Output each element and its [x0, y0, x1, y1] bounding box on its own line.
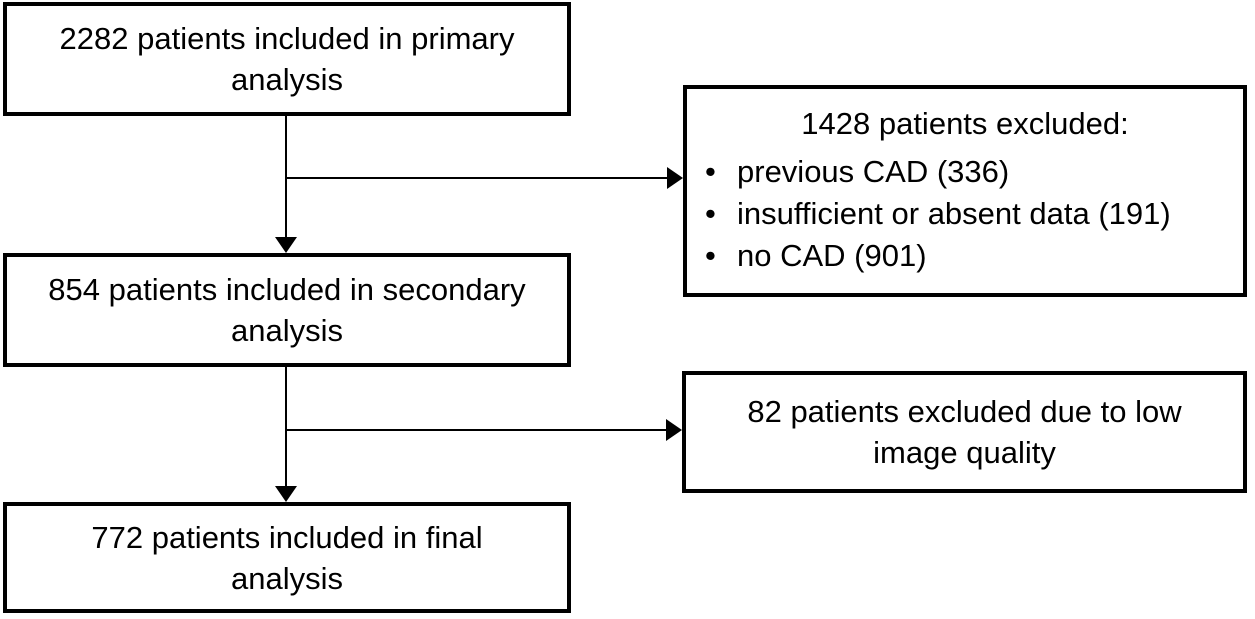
box-final-analysis: 772 patients included in final analysis — [3, 502, 571, 613]
bullet-icon: • — [705, 196, 716, 231]
box-primary-analysis: 2282 patients included in primary analys… — [3, 2, 571, 116]
box-excluded-secondary-text: 82 patients excluded due to low image qu… — [747, 394, 1182, 470]
box-excluded-primary: 1428 patients excluded: • previous CAD (… — [683, 85, 1247, 297]
bullet-icon: • — [705, 154, 716, 189]
box-final-analysis-text: 772 patients included in final analysis — [91, 519, 483, 596]
arrow-secondary-to-final-head — [275, 486, 297, 502]
arrow-to-excluded-secondary-head — [666, 419, 682, 441]
box-secondary-analysis-text: 854 patients included in secondary analy… — [48, 272, 526, 348]
excluded-primary-heading: 1428 patients excluded: — [801, 106, 1129, 141]
excluded-primary-item-text: insufficient or absent data (191) — [737, 196, 1171, 231]
arrow-to-excluded-primary-head — [667, 167, 683, 189]
box-secondary-analysis: 854 patients included in secondary analy… — [3, 253, 571, 367]
box-excluded-secondary: 82 patients excluded due to low image qu… — [682, 371, 1247, 493]
excluded-primary-item-text: previous CAD (336) — [737, 154, 1010, 189]
excluded-primary-item-text: no CAD (901) — [737, 238, 927, 273]
arrow-primary-to-secondary-head — [275, 237, 297, 253]
excluded-primary-item: • previous CAD (336) — [687, 151, 1243, 193]
box-primary-analysis-text: 2282 patients included in primary analys… — [59, 21, 515, 97]
excluded-primary-item: • insufficient or absent data (191) — [687, 193, 1243, 235]
bullet-icon: • — [705, 238, 716, 273]
excluded-primary-item: • no CAD (901) — [687, 235, 1243, 277]
excluded-primary-list: • previous CAD (336) • insufficient or a… — [687, 151, 1243, 277]
